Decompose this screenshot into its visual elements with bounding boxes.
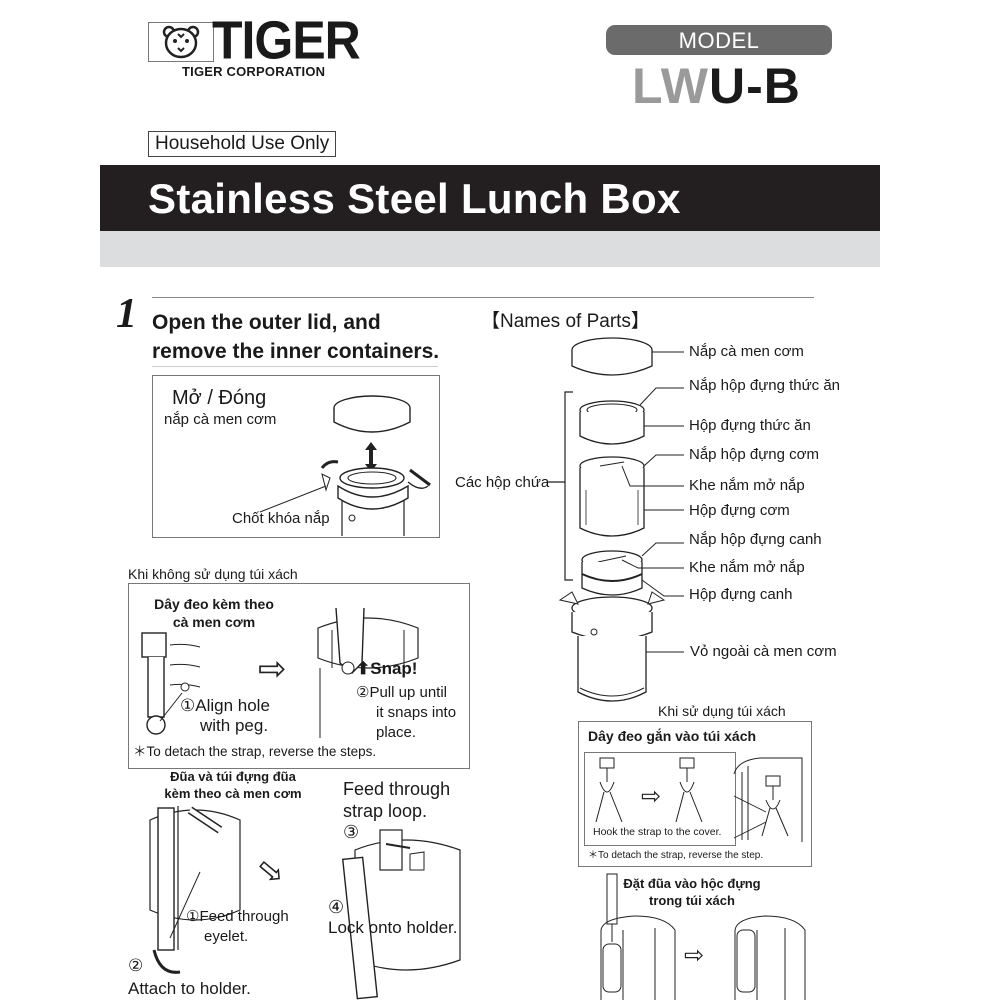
feed-eyelet-line-1: ①Feed through — [186, 908, 289, 925]
part-label: Khe nắm mở nắp — [689, 559, 805, 576]
strap-loop-instruction: Feed through strap loop. — [343, 778, 450, 822]
bag-chopsticks-illustration — [600, 873, 806, 1000]
part-label: Vỏ ngoài cà men cơm — [690, 643, 837, 660]
model-number: LWU-B — [632, 58, 801, 114]
bag-chopsticks-title-line-2: trong túi xách — [649, 893, 735, 908]
part-label: Hộp đựng cơm — [689, 502, 790, 519]
open-close-subtitle: nắp cà men cơm — [164, 411, 277, 428]
bag-strap-steps-frame — [584, 752, 736, 846]
bag-strap-title: Dây đeo gắn vào túi xách — [588, 728, 757, 744]
part-label: Nắp hộp đựng canh — [689, 531, 822, 548]
pull-up-line-2: it snaps into — [376, 704, 457, 721]
align-hole-line-1: ①Align hole — [180, 696, 270, 715]
chopsticks-feed-illustration — [149, 806, 241, 974]
model-prefix: LW — [632, 58, 709, 114]
open-close-title: Mở / Đóng — [172, 387, 267, 409]
part-label: Khe nắm mở nắp — [689, 477, 805, 494]
household-use-badge: Household Use Only — [148, 131, 337, 157]
strap-align-illustration — [141, 632, 201, 735]
pull-up-instruction: ②Pull up until it snaps into place. — [356, 683, 456, 743]
detach-note: ＊To detach the strap, reverse the steps. — [133, 744, 377, 759]
arrow-right-icon: ⇨ — [684, 942, 705, 969]
align-hole-instruction: ①Align hole with peg. — [180, 696, 270, 736]
attach-step-number: ② — [128, 956, 144, 975]
model-label: MODEL — [606, 25, 832, 55]
part-label: Nắp hộp đựng cơm — [689, 446, 819, 463]
containers-group-label: Các hộp chứa — [455, 474, 550, 491]
strap-loop-line-1: Feed through — [343, 779, 451, 799]
bag-hook-illustration — [595, 757, 803, 842]
lock-instruction: Lock onto holder. — [328, 918, 458, 937]
strap-title-line-1: Dây đeo kèm theo — [154, 596, 274, 612]
page-title: Stainless Steel Lunch Box — [148, 175, 681, 222]
lunchbox-lid-open-illustration — [259, 395, 431, 536]
feed-eyelet-instruction: ①Feed through eyelet. — [186, 907, 289, 947]
pull-up-line-3: place. — [376, 724, 417, 741]
step-title-line-2: remove the inner containers. — [152, 340, 440, 363]
parts-heading: 【Names of Parts】 — [481, 311, 650, 332]
feed-eyelet-line-2: eyelet. — [204, 928, 249, 945]
strap-loop-line-2: strap loop. — [343, 801, 428, 821]
open-close-panel — [152, 375, 440, 538]
step-title-line-1: Open the outer lid, and — [152, 311, 381, 334]
tiger-logo-mark — [148, 22, 214, 62]
brand-wordmark: TIGER — [212, 9, 361, 71]
title-underband — [100, 231, 880, 267]
strap-title-line-2: cà men cơm — [172, 614, 256, 630]
model-suffix: U-B — [708, 58, 801, 114]
bag-strap-panel — [578, 721, 812, 867]
strap-title: Dây đeo kèm theo cà men cơm — [148, 595, 280, 631]
divider — [152, 366, 438, 367]
tiger-face-icon — [162, 25, 200, 59]
chopsticks-title-line-2: kèm theo cà men cơm — [164, 786, 302, 801]
part-label: Hộp đựng canh — [689, 586, 793, 603]
chopsticks-title-line-1: Đũa và túi đựng đũa — [170, 769, 296, 784]
bag-chopsticks-title: Đặt đũa vào hộc đựng trong túi xách — [622, 875, 762, 909]
align-hole-line-2: with peg. — [200, 716, 269, 735]
arrow-up-icon: ⬆ — [356, 659, 371, 678]
brand-subtitle: TIGER CORPORATION — [182, 64, 326, 79]
arrow-right-icon: ⇨ — [641, 783, 662, 810]
hook-instruction: Hook the strap to the cover. — [593, 826, 722, 838]
snap-text: Snap! — [370, 659, 418, 678]
lid-lock-label: Chốt khóa nắp — [232, 510, 330, 527]
chopsticks-title: Đũa và túi đựng đũa kèm theo cà men cơm — [150, 768, 316, 802]
divider — [152, 297, 814, 298]
no-bag-caption: Khi không sử dụng túi xách — [128, 566, 298, 582]
chopsticks-lock-illustration — [341, 829, 461, 1000]
step-number: 1 — [116, 291, 137, 337]
strap-attach-panel — [128, 583, 470, 769]
step-3-number: ③ — [343, 822, 360, 842]
part-label: Nắp hộp đựng thức ăn — [689, 377, 841, 394]
strap-snap-illustration — [317, 607, 419, 738]
step-4-number: ④ — [328, 897, 345, 917]
snap-label: ⬆Snap! — [356, 659, 417, 679]
pull-up-line-1: ②Pull up until — [356, 684, 447, 701]
bag-detach-note: ＊To detach the strap, reverse the step. — [588, 850, 764, 861]
part-label: Nắp cà men cơm — [689, 343, 804, 360]
part-label: Hộp đựng thức ăn — [689, 417, 811, 434]
title-bar — [100, 165, 880, 231]
step-title: Open the outer lid, and remove the inner… — [152, 308, 439, 366]
attach-instruction: Attach to holder. — [128, 979, 251, 998]
arrow-right-icon: ⇨ — [258, 650, 287, 688]
with-bag-caption: Khi sử dụng túi xách — [658, 703, 786, 719]
bag-chopsticks-title-line-1: Đặt đũa vào hộc đựng — [623, 876, 761, 891]
